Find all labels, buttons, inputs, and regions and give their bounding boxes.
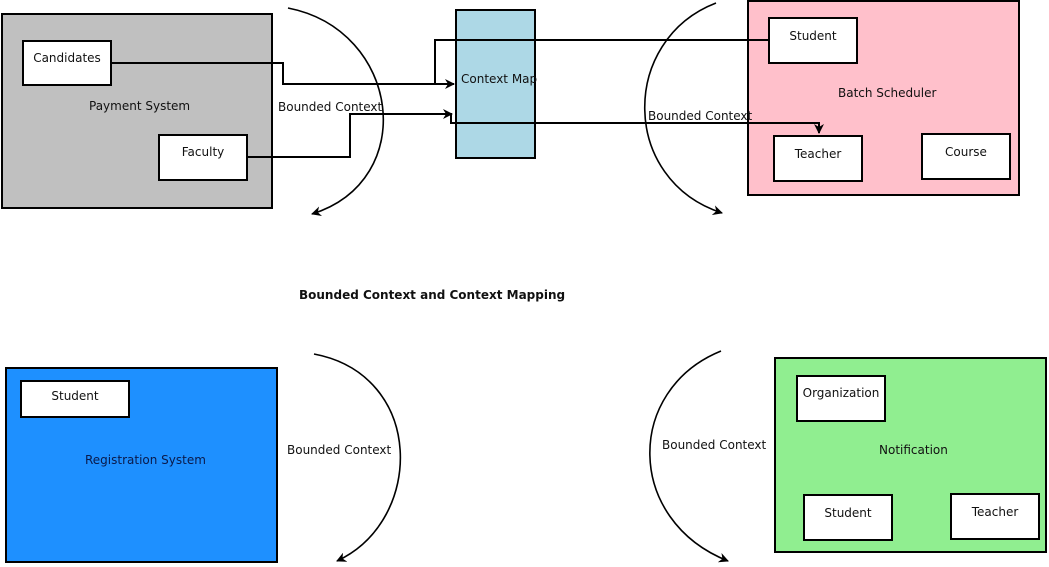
entity-student-notification[interactable]: Student [803,494,893,541]
entity-faculty[interactable]: Faculty [158,134,248,181]
entity-student-registration[interactable]: Student [20,380,130,418]
entity-candidates[interactable]: Candidates [22,40,112,86]
registration-system-label: Registration System [85,453,206,467]
payment-system-label: Payment System [89,99,191,113]
bounded-context-arc-payment [287,7,385,217]
diagram-title: Bounded Context and Context Mapping [299,288,566,302]
bounded-context-label-notification: Bounded Context [662,438,767,452]
context-map-label: Context Map [461,72,538,86]
connector-context-map-to-teacher [450,114,824,134]
bounded-context-label-payment: Bounded Context [278,100,383,114]
bounded-context-arc-batch [644,2,723,215]
entity-student-batch[interactable]: Student [768,17,858,64]
notification-label: Notification [879,443,948,457]
bounded-context-arc-registration [313,353,402,562]
context-map[interactable] [455,9,536,159]
entity-course[interactable]: Course [921,133,1011,180]
entity-teacher-batch[interactable]: Teacher [773,135,863,182]
connector-candidates-to-context-map [111,62,455,89]
entity-organization[interactable]: Organization [796,375,886,422]
bounded-context-arc-notification [649,350,729,563]
entity-teacher-notification[interactable]: Teacher [950,493,1040,540]
bounded-context-label-registration: Bounded Context [287,443,392,457]
connector-student-to-context-map [434,39,769,84]
bounded-context-label-batch: Bounded Context [648,109,753,123]
connector-faculty-to-context-map [247,109,453,158]
batch-scheduler-label: Batch Scheduler [838,86,937,100]
